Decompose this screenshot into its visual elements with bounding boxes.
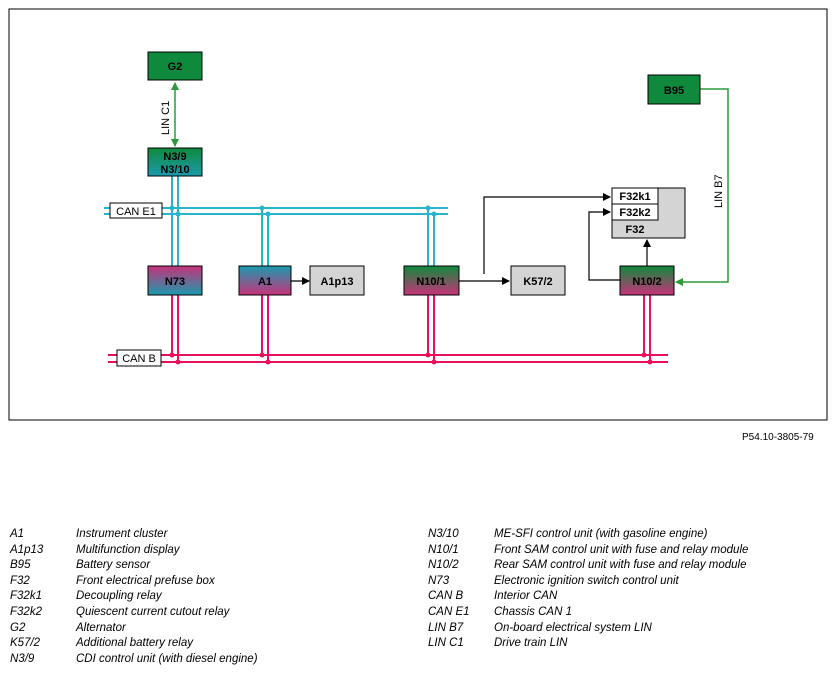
svg-text:N10/2: N10/2 — [632, 276, 661, 288]
legend-description: CDI control unit (with diesel engine) — [76, 652, 258, 665]
legend-left-row: A1p13 Multifunction display — [10, 543, 258, 559]
lin-b7-line — [675, 88, 729, 286]
svg-text:N10/1: N10/1 — [416, 276, 445, 288]
svg-text:N73: N73 — [165, 276, 185, 288]
legend-right-row: CAN B Interior CAN — [428, 589, 748, 605]
component-k572: K57/2 — [510, 265, 566, 296]
svg-text:G2: G2 — [168, 61, 183, 73]
component-n73: N73 — [147, 265, 203, 296]
component-f32: F32k1 F32k2 F32 — [611, 187, 686, 239]
can-b-label-box: CAN B — [116, 349, 162, 367]
svg-text:A1: A1 — [258, 276, 272, 288]
can-e1-label: CAN E1 — [116, 206, 156, 218]
can-b-bus — [108, 295, 668, 363]
legend-description: Interior CAN — [494, 590, 558, 603]
legend-code: K57/2 — [10, 637, 41, 650]
figure-id: P54.10-3805-79 — [742, 432, 814, 443]
legend-description: Instrument cluster — [76, 528, 168, 540]
legend-code: CAN B — [428, 590, 464, 603]
legend-code: A1p13 — [10, 543, 44, 556]
legend-right-row: N73 Electronic ignition switch control un… — [428, 574, 748, 590]
svg-text:B95: B95 — [664, 85, 684, 97]
legend-left-row: F32k2 Quiescent current cutout relay — [10, 605, 258, 621]
component-n39-n310: N3/9 N3/10 — [147, 147, 203, 177]
legend-code: N10/2 — [428, 559, 459, 572]
control-arrows — [291, 193, 651, 285]
component-n101: N10/1 — [403, 265, 460, 296]
legend-description: ME-SFI control unit (with gasoline engin… — [494, 528, 708, 540]
legend-right-row: N10/1 Front SAM control unit with fuse an… — [428, 543, 748, 559]
legend-code: G2 — [10, 621, 26, 634]
can-e1-junctions — [169, 205, 437, 217]
legend-right-row: N3/10 ME-SFI control unit (with gasoline … — [428, 527, 748, 543]
svg-text:N3/10: N3/10 — [160, 164, 189, 176]
legend-description: Drive train LIN — [494, 637, 568, 650]
legend-description: Electronic ignition switch control unit — [494, 574, 679, 587]
legend-description: Front electrical prefuse box — [76, 574, 215, 587]
legend-code: F32 — [10, 574, 30, 587]
legend-code: N3/9 — [10, 652, 35, 665]
legend-description: Alternator — [76, 621, 126, 634]
legend-right-row: CAN E1 Chassis CAN 1 — [428, 605, 748, 621]
legend-description: Decoupling relay — [76, 590, 162, 603]
component-a1p13: A1p13 — [309, 265, 365, 296]
svg-text:A1p13: A1p13 — [320, 276, 353, 288]
lin-b7-label: LIN B7 — [713, 174, 725, 208]
legend-right-row: N10/2 Rear SAM control unit with fuse and… — [428, 558, 748, 574]
network-diagram: LIN C1 LIN B7 CAN E1 CAN B G2 N3/9 N3/10… — [8, 8, 828, 421]
component-f32k2 — [611, 203, 659, 221]
legend-code: CAN E1 — [428, 605, 470, 618]
legend-description: Multifunction display — [76, 543, 180, 556]
svg-text:K57/2: K57/2 — [523, 276, 552, 288]
legend-left-row: F32k1 Decoupling relay — [10, 589, 258, 605]
legend-code: A1 — [10, 528, 25, 540]
svg-text:F32: F32 — [626, 224, 645, 236]
svg-text:F32k2: F32k2 — [619, 207, 650, 219]
legend-left-row: F32 Front electrical prefuse box — [10, 574, 258, 590]
legend-code: N3/10 — [428, 528, 459, 540]
n102-to-f32k2-arrow — [588, 208, 620, 281]
legend-code: F32k2 — [10, 605, 42, 618]
svg-text:F32k1: F32k1 — [619, 191, 650, 203]
svg-text:N3/9: N3/9 — [163, 151, 186, 163]
legend-description: On-board electrical system LIN — [494, 621, 652, 634]
can-b-junctions — [169, 352, 653, 365]
component-a1: A1 — [238, 265, 292, 296]
legend-code: F32k1 — [10, 590, 42, 603]
legend-right: N3/10 ME-SFI control unit (with gasoline … — [428, 527, 748, 652]
component-b95: B95 — [647, 74, 701, 105]
n101-to-f32k1-arrow — [483, 193, 611, 274]
can-b-label: CAN B — [122, 353, 156, 365]
legend-code: LIN C1 — [428, 637, 464, 650]
legend-left-row: G2 Alternator — [10, 621, 258, 637]
component-g2: G2 — [147, 51, 203, 81]
can-e1-label-box: CAN E1 — [109, 202, 163, 219]
legend-code: LIN B7 — [428, 621, 464, 634]
legend-left-row: N3/9 CDI control unit (with diesel engine… — [10, 652, 258, 668]
legend-code: N10/1 — [428, 543, 459, 556]
legend-right-row: LIN C1 Drive train LIN — [428, 636, 748, 652]
legend-left-row: B95 Battery sensor — [10, 558, 258, 574]
legend-description: Front SAM control unit with fuse and rel… — [494, 543, 749, 556]
legend-description: Rear SAM control unit with fuse and rela… — [494, 559, 747, 572]
legend-description: Additional battery relay — [76, 637, 193, 650]
legend-description: Chassis CAN 1 — [494, 605, 572, 618]
legend-description: Quiescent current cutout relay — [76, 605, 230, 618]
legend-description: Battery sensor — [76, 559, 151, 572]
legend-code: B95 — [10, 559, 31, 572]
component-n102: N10/2 — [619, 265, 675, 296]
legend-code: N73 — [428, 574, 450, 587]
legend-left-row: K57/2 Additional battery relay — [10, 636, 258, 652]
legend-right-row: LIN B7 On-board electrical system LIN — [428, 621, 748, 637]
lin-c1-label: LIN C1 — [160, 101, 172, 135]
legend-left-row: A1 Instrument cluster — [10, 527, 258, 543]
